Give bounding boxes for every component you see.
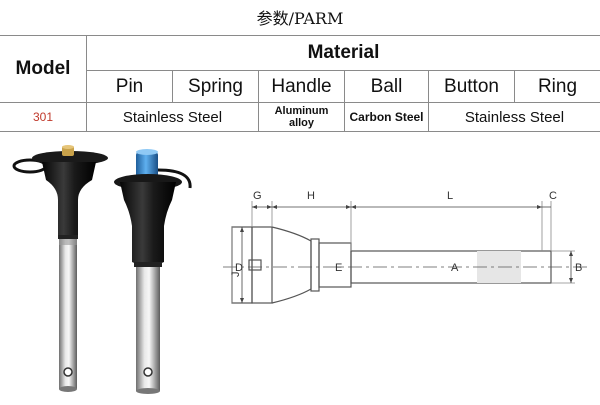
table-border-bottom bbox=[0, 131, 600, 132]
dim-label-j: J bbox=[230, 272, 242, 278]
ball-lock-pin-blue-button-icon bbox=[114, 149, 192, 394]
dim-label-g: G bbox=[253, 190, 262, 202]
ball-lock-pin-brass-button-icon bbox=[12, 145, 108, 392]
dim-label-h: H bbox=[307, 190, 315, 202]
component-ball: Ball bbox=[370, 75, 403, 97]
table-rule-pin bbox=[172, 70, 173, 103]
dimension-drawing: G H L C J D E A B bbox=[223, 190, 587, 304]
model-value: 301 bbox=[32, 110, 54, 124]
dim-label-l: L bbox=[447, 190, 453, 202]
component-handle: Handle bbox=[271, 75, 332, 97]
button-ring-material: Stainless Steel bbox=[464, 108, 565, 126]
table-rule-header bbox=[0, 102, 600, 103]
material-header: Material bbox=[307, 42, 380, 63]
component-pin: Pin bbox=[115, 75, 144, 97]
table-rule-button bbox=[514, 70, 515, 103]
handle-material: Aluminum alloy bbox=[259, 103, 344, 131]
dimension-arrowheads bbox=[240, 205, 573, 303]
table-rule-spring bbox=[258, 70, 259, 132]
table-border-top bbox=[0, 35, 600, 36]
component-ring: Ring bbox=[537, 75, 578, 97]
side-dimensions bbox=[241, 227, 572, 303]
handle-material-line2: alloy bbox=[288, 117, 315, 129]
extension-lines bbox=[231, 201, 575, 303]
pin-spring-material: Stainless Steel bbox=[122, 108, 223, 126]
product-photo bbox=[12, 145, 192, 394]
table-rule-ball bbox=[428, 70, 429, 132]
model-header: Model bbox=[15, 58, 71, 79]
handle-material-line1: Aluminum bbox=[274, 105, 329, 117]
component-spring: Spring bbox=[188, 75, 243, 97]
dim-label-c: C bbox=[549, 190, 557, 202]
dim-label-a: A bbox=[451, 262, 459, 274]
dim-label-e: E bbox=[335, 262, 342, 274]
table-rule-handle bbox=[344, 70, 345, 132]
component-button: Button bbox=[444, 75, 499, 97]
ball-material: Carbon Steel bbox=[349, 110, 424, 124]
dim-label-b: B bbox=[575, 262, 582, 274]
dim-label-d: D bbox=[235, 262, 243, 274]
table-rule-model bbox=[86, 35, 87, 132]
table-rule-material bbox=[87, 70, 600, 71]
spec-table: 参数/PARM Model Material Pin Spring Handle… bbox=[0, 0, 600, 132]
page-title: 参数/PARM bbox=[256, 9, 344, 28]
